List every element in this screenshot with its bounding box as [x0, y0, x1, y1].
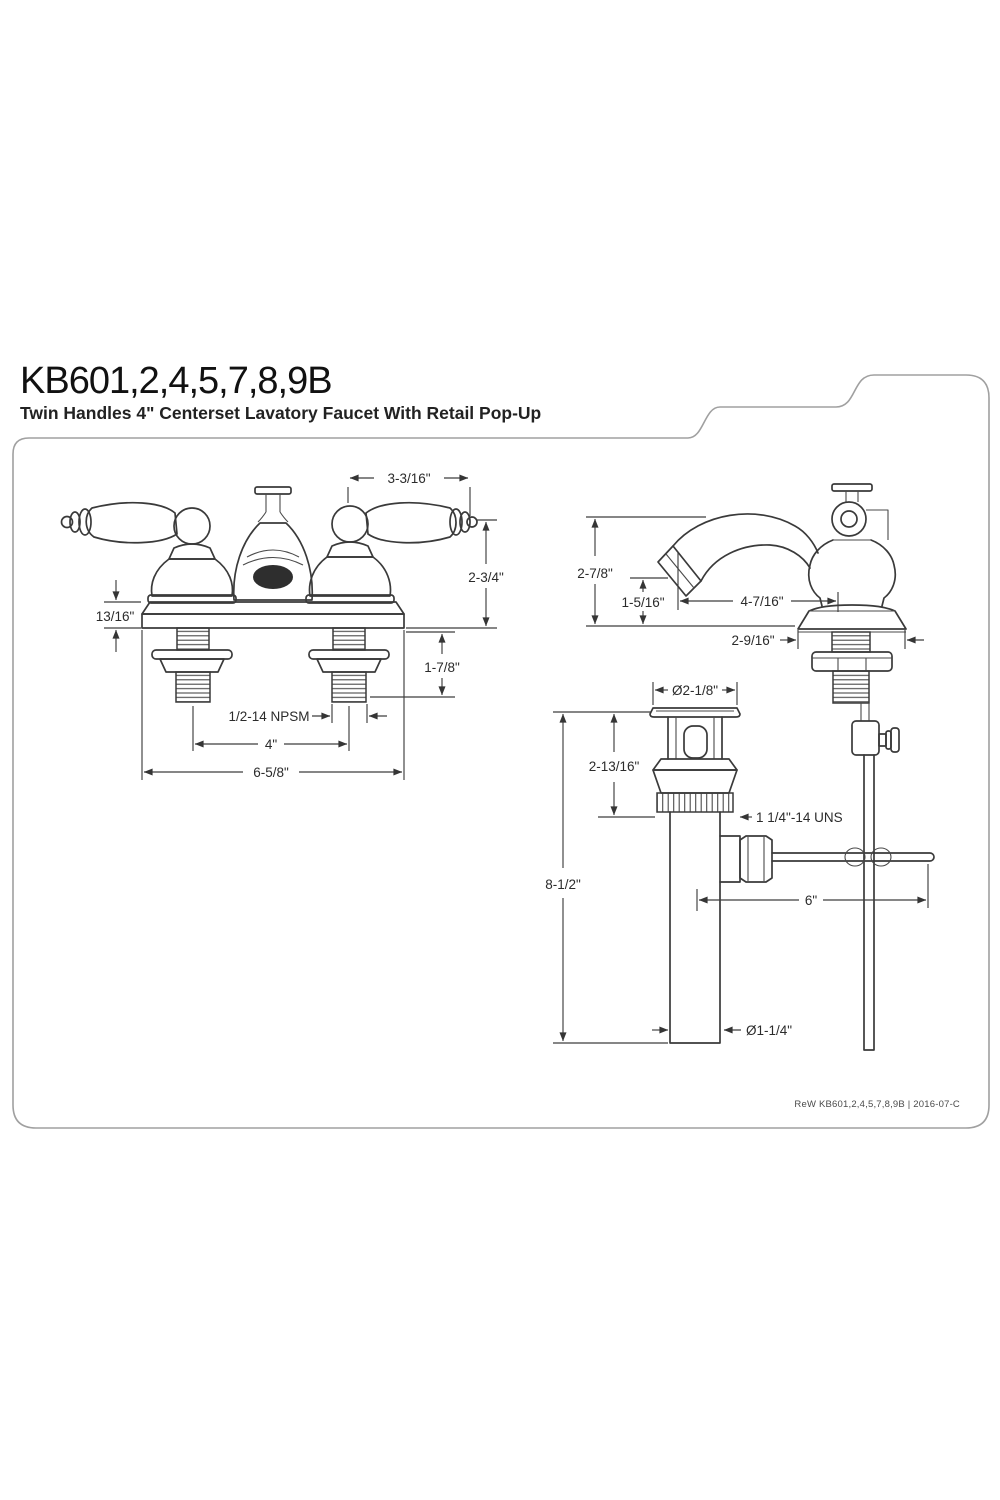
dim-drain-overall-height: 8-1/2"	[545, 713, 668, 1044]
dim-front-handle-height: 2-3/4"	[406, 519, 504, 629]
svg-text:Ø2-1/8": Ø2-1/8"	[672, 683, 718, 698]
svg-text:2-9/16": 2-9/16"	[731, 633, 774, 648]
svg-text:1 1/4"-14 UNS: 1 1/4"-14 UNS	[756, 810, 843, 825]
shank-right	[308, 627, 390, 703]
svg-text:3-3/16": 3-3/16"	[387, 471, 430, 486]
front-view-drawing: 3-3/16" 2-3/4" 13/16" 1-7/8"	[60, 471, 504, 780]
side-view-drawing: 2-7/8" 1-5/16" 4-7/16" 2-9/16"	[577, 483, 924, 1051]
svg-text:1-5/16": 1-5/16"	[621, 595, 664, 610]
dim-side-spout-reach: 4-7/16"	[677, 552, 839, 612]
spout-side	[657, 513, 819, 597]
svg-text:2-13/16": 2-13/16"	[589, 759, 640, 774]
drain-assembly-drawing: Ø2-1/8" 2-13/16" 1 1/4"-14 UNS 8-1/2"	[545, 682, 935, 1044]
dim-drain-rod-length: 6"	[696, 864, 929, 911]
dim-drain-tailpiece-diameter: Ø1-1/4"	[652, 1023, 792, 1038]
dim-front-shank-thread: 1/2-14 NPSM	[228, 704, 387, 724]
faucet-body-side	[797, 483, 907, 633]
svg-text:4": 4"	[265, 737, 278, 752]
dim-front-deck-thickness: 13/16"	[96, 580, 141, 652]
dim-drain-thread: 1 1/4"-14 UNS	[739, 810, 843, 825]
lift-rod	[851, 703, 900, 1051]
revision-note: ReW KB601,2,4,5,7,8,9B | 2016-07-C	[794, 1099, 960, 1110]
dim-front-overall-width: 6-5/8"	[141, 630, 405, 780]
dim-side-spout-clearance: 1-5/16"	[621, 577, 668, 625]
svg-text:Ø1-1/4": Ø1-1/4"	[746, 1023, 792, 1038]
handle-right	[305, 501, 478, 604]
dim-side-base-depth: 2-9/16"	[731, 630, 924, 649]
dim-front-centers: 4"	[192, 706, 350, 752]
svg-text:1-7/8": 1-7/8"	[424, 660, 460, 675]
handle-left	[60, 501, 237, 604]
svg-text:6-5/8": 6-5/8"	[253, 765, 289, 780]
drain-flange	[649, 707, 741, 813]
svg-text:2-3/4": 2-3/4"	[468, 570, 504, 585]
sheet-border	[12, 374, 990, 1129]
pivot-rod	[771, 847, 935, 867]
svg-text:8-1/2": 8-1/2"	[545, 877, 581, 892]
shank-left	[151, 627, 233, 703]
page-title: KB601,2,4,5,7,8,9B	[20, 360, 333, 402]
deck-plate	[141, 601, 405, 629]
svg-text:1/2-14 NPSM: 1/2-14 NPSM	[228, 709, 309, 724]
svg-text:13/16": 13/16"	[96, 609, 135, 624]
dim-front-handle-span: 3-3/16"	[347, 471, 471, 516]
svg-text:4-7/16": 4-7/16"	[740, 594, 783, 609]
aerator	[253, 565, 293, 589]
title-block: KB601,2,4,5,7,8,9B Twin Handles 4" Cente…	[20, 362, 541, 424]
dim-drain-body-height: 2-13/16"	[553, 711, 655, 818]
dim-side-spout-height: 2-7/8"	[577, 516, 795, 627]
svg-text:6": 6"	[805, 893, 818, 908]
page-subtitle: Twin Handles 4" Centerset Lavatory Fauce…	[20, 403, 542, 423]
dim-front-shank-length: 1-7/8"	[370, 631, 460, 698]
spout-front	[232, 486, 314, 601]
tailpiece	[669, 811, 773, 1044]
svg-text:2-7/8": 2-7/8"	[577, 566, 613, 581]
shank-side	[811, 631, 893, 704]
dim-drain-flange-diameter: Ø2-1/8"	[652, 682, 738, 705]
